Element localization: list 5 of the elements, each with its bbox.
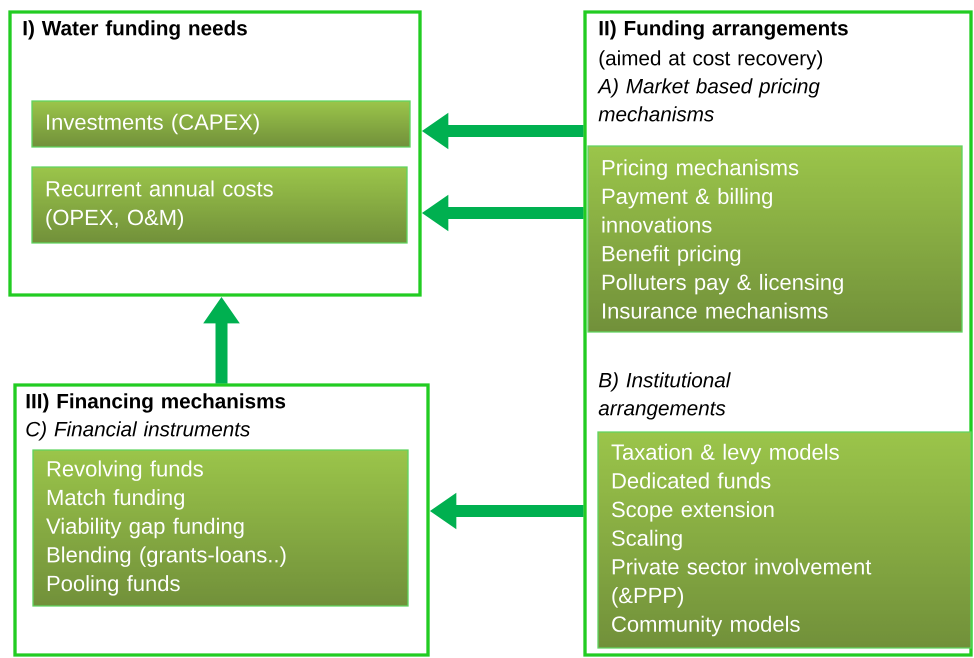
list-box: Recurrent annual costs (OPEX, O&M) [31,166,408,244]
list-box: Investments (CAPEX) [31,100,411,148]
list-box: Pricing mechanisms Payment & billing innovations Benefit pricing Polluters pay & licensing Insurance mechanisms [587,145,963,333]
list-box: Revolving funds Match funding Viability gap funding Blending (grants-loans..) Pooling funds [32,449,409,607]
list-box: Taxation & levy models Dedicated funds Scope extension Scaling Private sector involvement (&PPP) Community models [597,431,972,649]
